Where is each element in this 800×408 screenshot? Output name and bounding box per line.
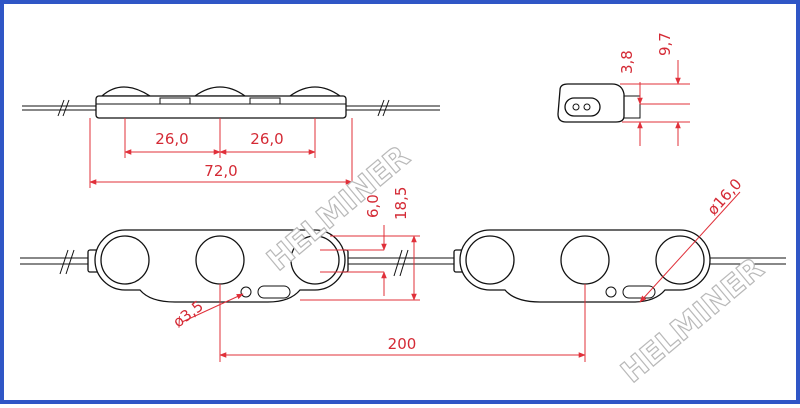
top-break-mid-2 [399,249,409,277]
side-break-mark-right-2 [382,99,390,117]
top-view: 6,0 18,5 ø3,5 ø16,0 200 [20,175,786,362]
end-connector [564,97,601,117]
side-clip-2 [249,97,281,105]
leader-mount-hole [181,293,244,323]
top-break-left-1 [59,249,69,275]
side-clip-1 [159,97,191,105]
top-break-left-2 [65,249,75,275]
dim-label-body-width: 6,0 [364,194,382,218]
end-pin-hole-1 [572,103,580,111]
dim-label-total-length: 72,0 [204,162,237,180]
end-pin-hole-2 [583,103,591,111]
side-lens-dome-3 [287,86,343,97]
side-break-mark-left-1 [57,99,65,117]
side-lens-dome-1 [100,86,153,97]
side-break-mark-left-2 [62,99,70,117]
dim-label-end-total-height: 9,7 [656,32,674,56]
side-view: 26,0 26,0 72,0 [22,86,440,188]
module-2-mount-hole [605,286,617,298]
end-view: 3,8 9,7 [557,32,690,146]
module-2-lens-2 [560,235,610,285]
module-2-slot [622,285,656,299]
dim-label-module-spacing: 200 [388,335,417,353]
dim-label-pitch-2: 26,0 [250,130,283,148]
end-tab [624,95,641,119]
side-break-mark-right-1 [377,99,385,117]
leader-lens-diameter [639,191,741,303]
module-1-mount-hole [240,286,252,298]
module-2-lens-3 [655,235,705,285]
dim-label-lens-width: 18,5 [392,187,410,220]
module-1-slot [257,285,291,299]
side-housing [95,95,347,119]
top-break-mid-1 [393,249,403,277]
side-lens-dome-2 [192,86,248,97]
dim-label-end-lens-height: 3,8 [618,50,636,74]
module-1-lens-1 [100,235,150,285]
module-1-lens-2 [195,235,245,285]
dim-label-pitch-1: 26,0 [155,130,188,148]
dim-label-lens-diameter: ø16,0 [704,175,746,219]
module-2-lens-1 [465,235,515,285]
